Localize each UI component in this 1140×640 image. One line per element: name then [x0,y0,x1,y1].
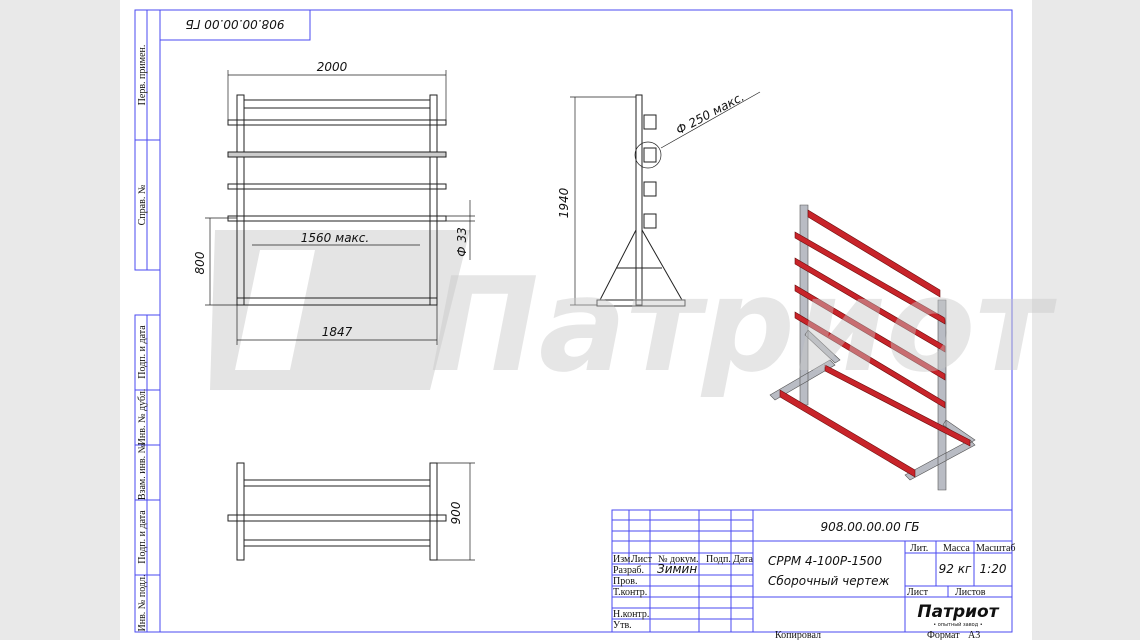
dim-arm-length: 1560 макс. [301,231,369,245]
sheets-label: Листов [955,587,986,598]
mirrored-code: 908.00.00.00 ГБ [186,17,285,31]
isometric-view [769,204,976,491]
row-label: Н.контр. [613,609,649,620]
copied-label: Копировал [775,630,821,640]
scale-value: 1:20 [980,562,1007,576]
side-labels: Перв. примен. Справ. № Подп. и дата Инв.… [137,45,148,632]
mass-value: 92 кг [939,562,972,576]
scale-label: Масштаб [976,543,1016,554]
dim-height-low: 800 [193,251,207,274]
company-logo: Патриот [917,602,999,622]
product-name: СРРМ 4-100Р-1500 [768,554,882,568]
format-label: Формат [927,630,960,640]
side-label: Взам. инв. № [137,444,148,500]
top-view: 900 [227,462,475,561]
paper [120,0,1032,640]
header-list: Лист [631,554,653,565]
side-label: Инв. № дубл. [137,389,148,446]
side-label: Подп. и дата [137,325,148,379]
side-label: Подп. и дата [137,510,148,564]
front-view: 2000 1560 макс. 800 1847 Ф 33 [193,60,475,345]
document-type: Сборочный чертеж [768,574,890,588]
dim-depth: 900 [449,501,463,524]
watermark-shape [210,230,470,390]
title-block-text: 908.00.00.00 ГБ СРРМ 4-100Р-1500 Сборочн… [613,520,1016,640]
row-label: Разраб. [613,565,644,576]
header-doc: № докум. [658,554,699,565]
lit-label: Лит. [910,543,928,554]
dim-width: 2000 [317,60,348,74]
header-sign: Подп. [706,554,731,565]
row-label: Утв. [613,620,632,631]
dim-height: 1940 [557,187,571,218]
format-value: А3 [968,630,980,640]
title-block [611,509,1013,633]
side-label: Перв. примен. [137,45,148,106]
sheet-label: Лист [907,587,929,598]
developer-name: Зимин [657,562,697,576]
side-label: Инв. № подл. [137,575,148,632]
side-label: Справ. № [137,185,148,226]
document-code: 908.00.00.00 ГБ [821,520,920,534]
dim-arm-dia: Ф 33 [455,227,469,256]
mass-label: Масса [943,543,970,554]
company-logo-subtitle: • опытный завод • [933,621,983,628]
header-date: Дата [733,554,753,565]
dim-base-width: 1847 [322,325,353,339]
side-strip [134,9,161,633]
row-label: Пров. [613,576,637,587]
header-izm: Изм. [613,554,633,565]
row-label: Т.контр. [613,587,647,598]
